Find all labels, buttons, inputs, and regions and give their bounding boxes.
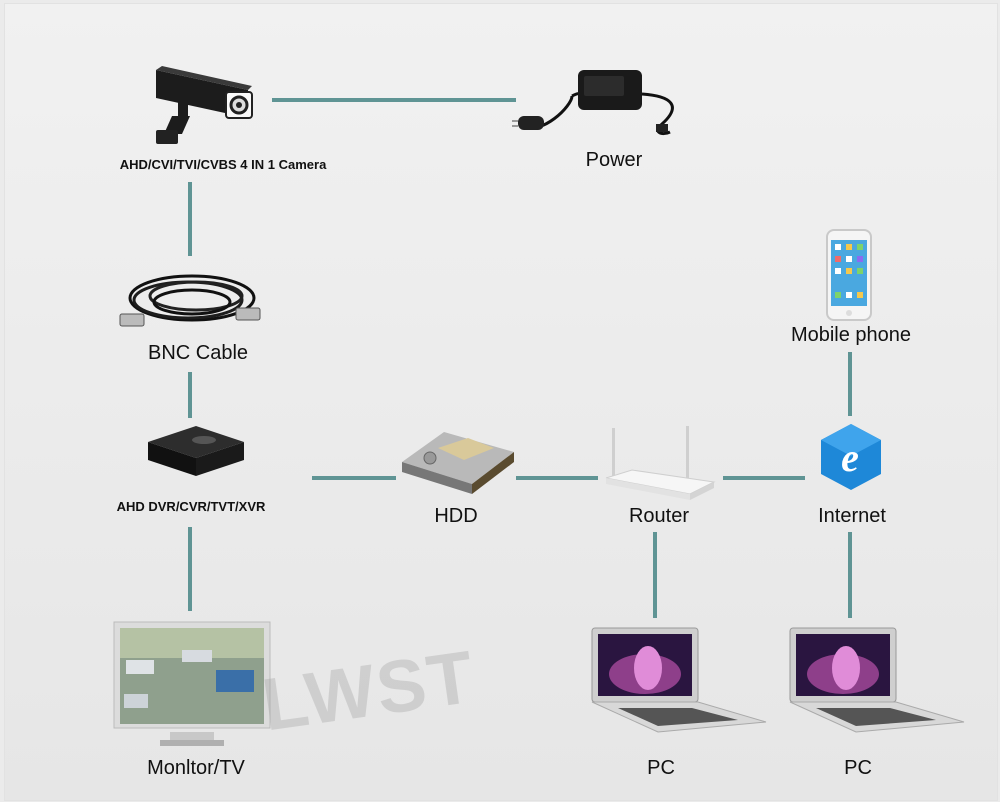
- dvr-label: AHD DVR/CVR/TVT/XVR: [116, 499, 266, 514]
- wifi-router-icon: [602, 424, 718, 509]
- monitor-label: Monltor/TV: [147, 757, 245, 779]
- bnc-label: BNC Cable: [147, 342, 249, 364]
- connector-dvr-monitor: [188, 527, 192, 611]
- connector-internet-mobile: [848, 352, 852, 416]
- connector-camera-power: [272, 98, 516, 102]
- connector-hdd-router: [516, 476, 598, 480]
- connector-bnc-dvr: [188, 372, 192, 418]
- cctv-camera-icon: [148, 60, 260, 157]
- hdd-label: HDD: [434, 505, 478, 527]
- monitor-icon: [112, 620, 272, 757]
- connector-dvr-hdd: [312, 476, 396, 480]
- internet-explorer-icon: e: [819, 422, 883, 497]
- internet-label: Internet: [818, 505, 886, 527]
- bnc-cable-icon: [112, 262, 272, 345]
- dvr-box-icon: [144, 422, 248, 485]
- smartphone-icon: [825, 228, 873, 327]
- connector-router-pc1: [653, 532, 657, 618]
- mobile-label: Mobile phone: [790, 324, 912, 346]
- connector-router-internet: [723, 476, 805, 480]
- pc1-label: PC: [647, 757, 675, 779]
- power-label: Power: [585, 149, 643, 171]
- laptop-icon: [588, 626, 768, 743]
- svg-text:e: e: [841, 435, 859, 480]
- power-adapter-icon: [512, 66, 692, 145]
- laptop-icon: [786, 626, 966, 743]
- hard-drive-icon: [398, 428, 516, 503]
- router-label: Router: [628, 505, 690, 527]
- connector-camera-bnc: [188, 182, 192, 256]
- connector-internet-pc2: [848, 532, 852, 618]
- camera-label: AHD/CVI/TVI/CVBS 4 IN 1 Camera: [119, 157, 327, 172]
- pc2-label: PC: [844, 757, 872, 779]
